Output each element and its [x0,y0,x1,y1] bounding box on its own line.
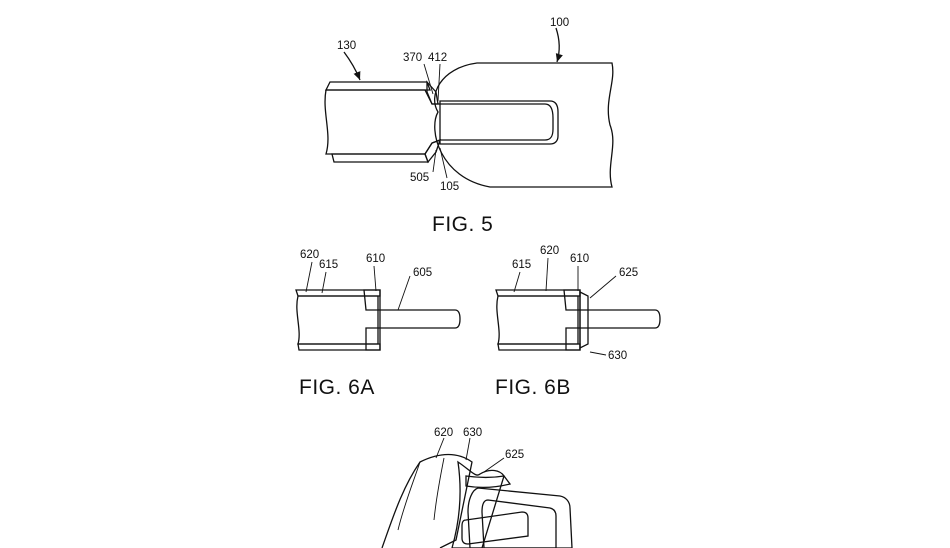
shell-bottom [331,153,429,163]
fig6b-ring-625 [579,290,589,350]
seal-505 [424,138,442,164]
plug-inset [481,499,557,548]
ref-630: 630 [608,350,627,362]
ref-610: 610 [570,253,589,265]
collar-630 [451,460,505,548]
ref-620: 620 [434,427,453,439]
ref-130: 130 [337,40,356,52]
fig6a-body [296,295,461,345]
arrow-100 [555,27,563,63]
contact-pad [461,511,529,545]
caption-fig6a: FIG. 6A [299,376,375,399]
fig6b-drawing: 615 620 610 625 630 [495,245,661,362]
housing-100 [434,62,614,188]
fig6b-shell-bottom [497,343,581,351]
fig6b-body [496,295,661,345]
ref-630: 630 [463,427,482,439]
ref-370: 370 [403,52,422,64]
arrow-130 [343,51,361,81]
shell-top [324,81,431,91]
plug-blade [467,487,573,548]
fig6a-drawing: 620 615 610 605 [295,249,461,351]
ref-610: 610 [366,253,385,265]
fig6a-shell-top [295,289,381,297]
ref-620: 620 [540,245,559,257]
ref-605: 605 [413,267,432,279]
seal-370 [426,80,439,105]
receptacle-cavity [439,100,559,145]
fig6a-collar [363,289,381,351]
ref-100: 100 [550,17,569,29]
ref-615: 615 [319,259,338,271]
fig6a-shell-bottom [297,343,381,351]
ref-615: 615 [512,259,531,271]
ref-505: 505 [410,172,429,184]
caption-fig5: FIG. 5 [432,213,493,236]
connector-130-body [324,89,554,155]
ring-625 [465,475,512,488]
ref-620: 620 [300,249,319,261]
ref-625: 625 [505,449,524,461]
fig6c-drawing: 620 630 625 [381,427,573,548]
caption-fig6b: FIG. 6B [495,376,571,399]
fig5-drawing: 130 370 412 100 505 105 [324,17,614,193]
fig6b-shell-top [495,289,581,297]
ref-412: 412 [428,52,447,64]
ref-105: 105 [440,181,459,193]
ref-625: 625 [619,267,638,279]
